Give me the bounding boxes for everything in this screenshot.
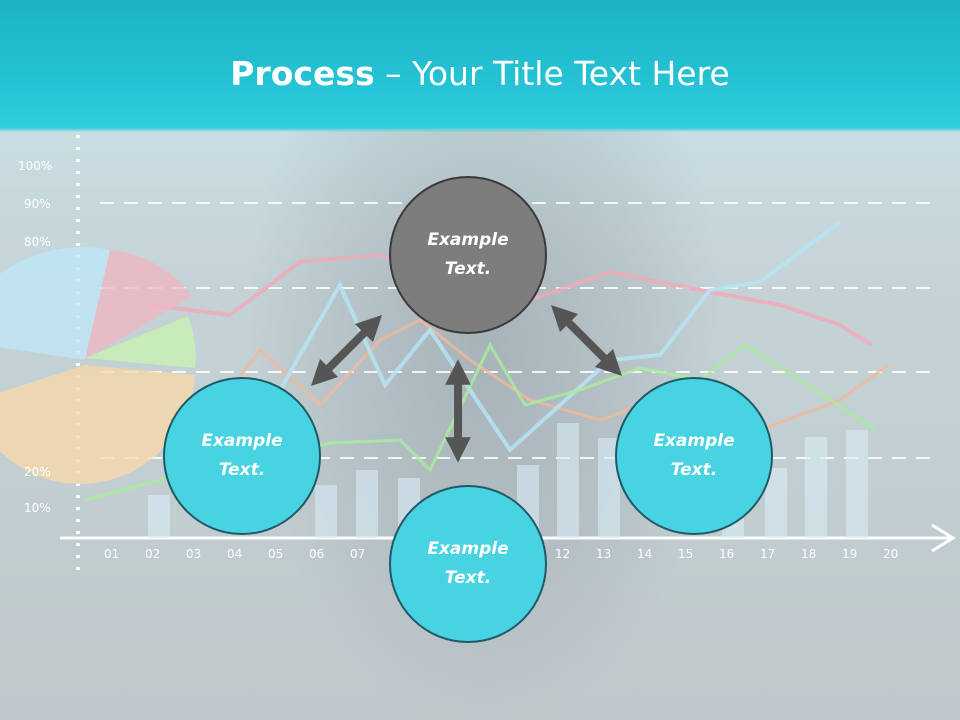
y-tick-80: 80% (24, 235, 51, 249)
process-node-left[interactable]: Example Text. (163, 377, 321, 535)
series-line-orange (198, 318, 889, 432)
process-node-top-label: Example Text. (427, 230, 509, 279)
double-arrow-top-right-icon (550, 304, 623, 377)
title-bold: Process (230, 54, 375, 93)
process-node-left-label: Example Text. (201, 431, 283, 480)
process-node-top[interactable]: Example Text. (389, 176, 547, 334)
y-tick-90: 90% (24, 197, 51, 211)
x-tick: 19 (842, 547, 857, 561)
x-tick: 18 (801, 547, 816, 561)
y-tick-10: 10% (24, 501, 51, 515)
x-tick: 05 (268, 547, 283, 561)
process-node-bottom[interactable]: Example Text. (389, 485, 547, 643)
x-tick: 03 (186, 547, 201, 561)
y-tick-labels: 100% 90% 80% 20% 10% (18, 159, 52, 515)
process-node-right[interactable]: Example Text. (615, 377, 773, 535)
x-tick: 13 (596, 547, 611, 561)
x-tick: 04 (227, 547, 242, 561)
x-tick: 07 (350, 547, 365, 561)
double-arrow-top-left-icon (310, 314, 383, 387)
title-rest: – Your Title Text Here (374, 54, 730, 93)
x-tick: 12 (555, 547, 570, 561)
y-tick-100: 100% (18, 159, 52, 173)
x-axis-arrow-icon (931, 523, 956, 553)
y-tick-20: 20% (24, 465, 51, 479)
process-node-right-label: Example Text. (653, 431, 735, 480)
process-node-bottom-label: Example Text. (427, 539, 509, 588)
x-tick: 17 (760, 547, 775, 561)
x-tick: 14 (637, 547, 652, 561)
x-tick: 16 (719, 547, 734, 561)
x-tick: 06 (309, 547, 324, 561)
x-tick: 01 (104, 547, 119, 561)
x-tick: 15 (678, 547, 693, 561)
x-tick: 02 (145, 547, 160, 561)
page-title: Process – Your Title Text Here (0, 54, 960, 93)
pie-chart (0, 247, 196, 484)
x-tick-labels: 01 02 03 04 05 06 07 12 13 14 15 16 17 1… (104, 547, 898, 561)
x-tick: 20 (883, 547, 898, 561)
